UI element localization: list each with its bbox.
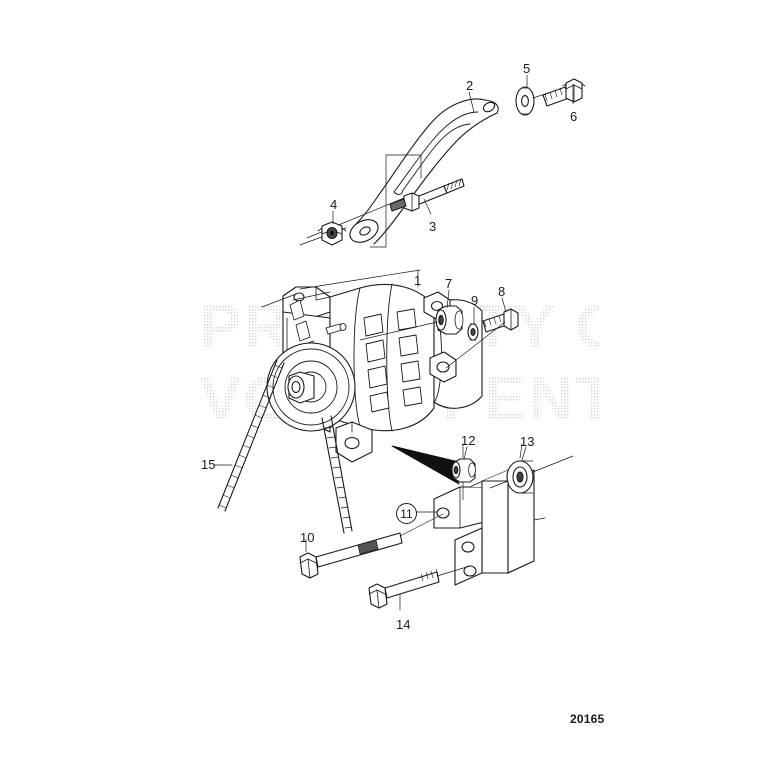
adjusting-arm-part-2 [349, 98, 499, 245]
callout-1: 1 [414, 273, 422, 288]
callout-14: 14 [396, 617, 411, 632]
long-bolt-part-14 [368, 565, 471, 611]
long-bolt-part-10 [299, 513, 444, 579]
callout-13: 13 [520, 434, 535, 449]
alternator-leader-lines [261, 269, 421, 308]
bushing-part-12 [451, 443, 476, 501]
flange-bolt-part-6 [532, 78, 586, 107]
callout-leader-lines [332, 74, 574, 513]
assembly-center-line [359, 321, 438, 341]
collar-bushing-part-13 [489, 443, 574, 494]
callout-7: 7 [445, 276, 453, 291]
v-ribbed-belt-part-15 [213, 359, 353, 534]
callout-8: 8 [498, 284, 506, 299]
callout-12: 12 [461, 433, 476, 448]
bolt-part-8 [445, 308, 519, 369]
callout-11: 11 [396, 503, 417, 524]
callout-5: 5 [523, 61, 531, 76]
flange-nut-part-4 [299, 221, 347, 246]
callout-3: 3 [429, 219, 437, 234]
callout-2: 2 [466, 78, 474, 93]
callout-4: 4 [330, 197, 338, 212]
alignment-guides-upper [369, 154, 422, 248]
spacer-bushing-part-7 [435, 305, 464, 335]
shoulder-stud-part-3 [306, 178, 465, 239]
alternator-part-1 [266, 283, 483, 463]
callout-6: 6 [570, 109, 578, 124]
callout-15: 15 [201, 457, 216, 472]
alternator-pulley [266, 342, 356, 432]
washer-part-5 [515, 86, 535, 116]
washer-part-9 [467, 323, 479, 341]
catalog-number: 20165 [570, 712, 605, 726]
callout-10: 10 [300, 530, 315, 545]
callout-9: 9 [471, 293, 479, 308]
